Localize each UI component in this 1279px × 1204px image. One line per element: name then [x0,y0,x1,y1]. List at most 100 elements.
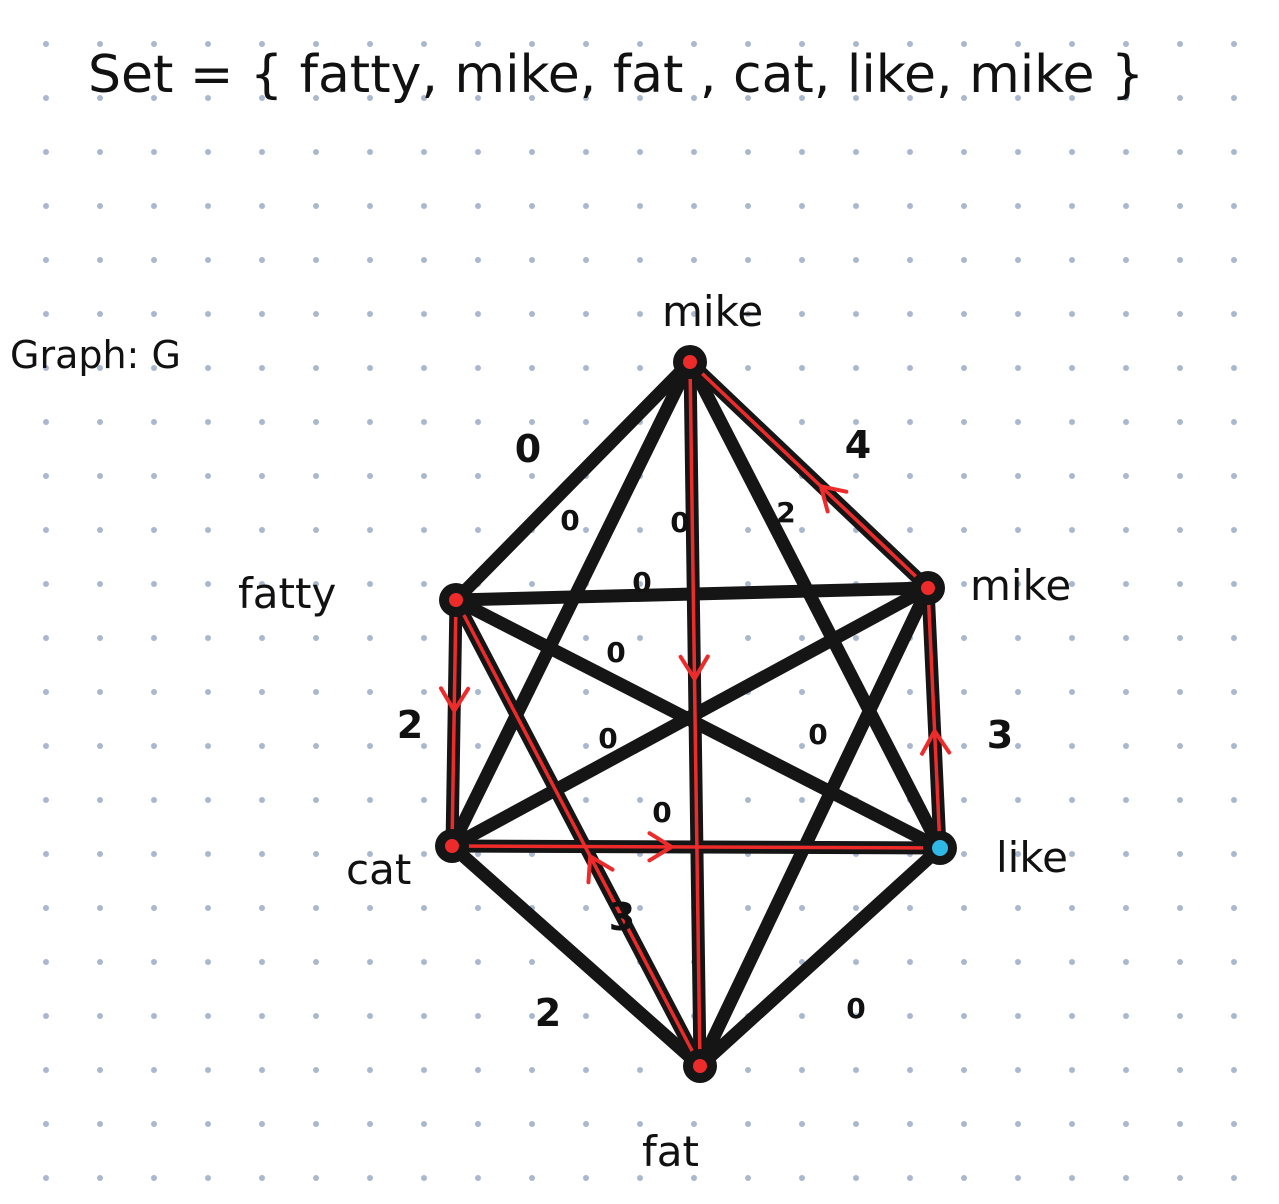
grid-dot [1123,149,1129,155]
grid-dot [313,581,319,587]
grid-dot [205,689,211,695]
grid-dot [583,527,589,533]
grid-dot [529,1175,535,1181]
node-label-cat: cat [346,845,411,894]
grid-dot [43,635,49,641]
grid-dot [961,635,967,641]
grid-dot [367,527,373,533]
grid-dot [583,797,589,803]
grid-dot [583,905,589,911]
grid-dot [1177,527,1183,533]
grid-dot [421,41,427,47]
grid-dot [367,689,373,695]
grid-dot [907,905,913,911]
grid-dot [529,1067,535,1073]
grid-dot [799,743,805,749]
grid-dot [745,95,751,101]
grid-dot [1123,581,1129,587]
grid-dot [43,959,49,965]
grid-dot [205,311,211,317]
grid-dot [205,1121,211,1127]
grid-dot [313,203,319,209]
grid-dot [853,635,859,641]
grid-dot [745,257,751,263]
grid-dot [205,257,211,263]
grid-dot [205,959,211,965]
grid-dot [853,1067,859,1073]
grid-dot [205,41,211,47]
grid-dot [1069,41,1075,47]
edge-weight-mike_top-like: 2 [776,496,795,529]
grid-dot [97,203,103,209]
grid-dot [259,797,265,803]
grid-dot [259,689,265,695]
grid-dot [151,527,157,533]
grid-dot [421,203,427,209]
grid-dot [43,689,49,695]
grid-dot [1231,1175,1237,1181]
grid-dot [367,257,373,263]
grid-dot [799,1121,805,1127]
start-marker [932,840,948,856]
grid-dot [259,1121,265,1127]
grid-dot [313,149,319,155]
grid-dot [259,1175,265,1181]
path-arrow-like-mike_right [920,729,952,756]
grid-dot [1123,851,1129,857]
grid-dot [1231,1121,1237,1127]
node-path-dot-mike_top [683,355,697,369]
grid-dot [1123,203,1129,209]
grid-dot [907,1121,913,1127]
grid-dot [961,311,967,317]
grid-dot [421,689,427,695]
grid-dot [421,257,427,263]
edge-weight-mike_top-mike_right: 4 [845,423,871,467]
grid-dot [313,743,319,749]
grid-dot [529,473,535,479]
grid-dot [421,959,427,965]
grid-dot [43,1121,49,1127]
grid-dot [475,1175,481,1181]
edge-mike_top-cat [445,355,697,853]
grid-dot [1177,1121,1183,1127]
grid-dot [907,527,913,533]
grid-dot [1069,1121,1075,1127]
grid-dot [151,95,157,101]
path-segment-mike_top-fat [688,360,702,1068]
grid-dot [97,311,103,317]
graph-nodes [435,345,957,1083]
grid-dot [367,959,373,965]
grid-dot [907,95,913,101]
grid-dot [691,41,697,47]
grid-dot [529,959,535,965]
grid-dot [475,1121,481,1127]
grid-dot [853,473,859,479]
grid-dot [1069,1175,1075,1181]
grid-dot [259,419,265,425]
grid-dot [1177,41,1183,47]
set-title: Set = { fatty, mike, fat , cat, like, mi… [88,45,1144,105]
grid-dot [421,1121,427,1127]
edge-weight-mike_right-cat: 0 [598,722,617,755]
grid-dot [367,149,373,155]
grid-dot [1231,203,1237,209]
grid-dot [475,1067,481,1073]
grid-dot [1015,1121,1021,1127]
grid-dot [1123,365,1129,371]
grid-dot [43,581,49,587]
grid-dot [367,581,373,587]
grid-dot [853,1175,859,1181]
grid-dot [151,797,157,803]
grid-dot [1069,257,1075,263]
grid-dot [745,203,751,209]
grid-dot [1015,473,1021,479]
grid-dot [1177,689,1183,695]
grid-dot [151,1013,157,1019]
grid-dot [475,689,481,695]
grid-dot [367,203,373,209]
edge-weight-mike_top-fat: 0 [670,506,689,539]
grid-dot [961,851,967,857]
path-segment-mike_right-mike_top [688,360,930,590]
grid-dot [799,41,805,47]
grid-dot [205,527,211,533]
